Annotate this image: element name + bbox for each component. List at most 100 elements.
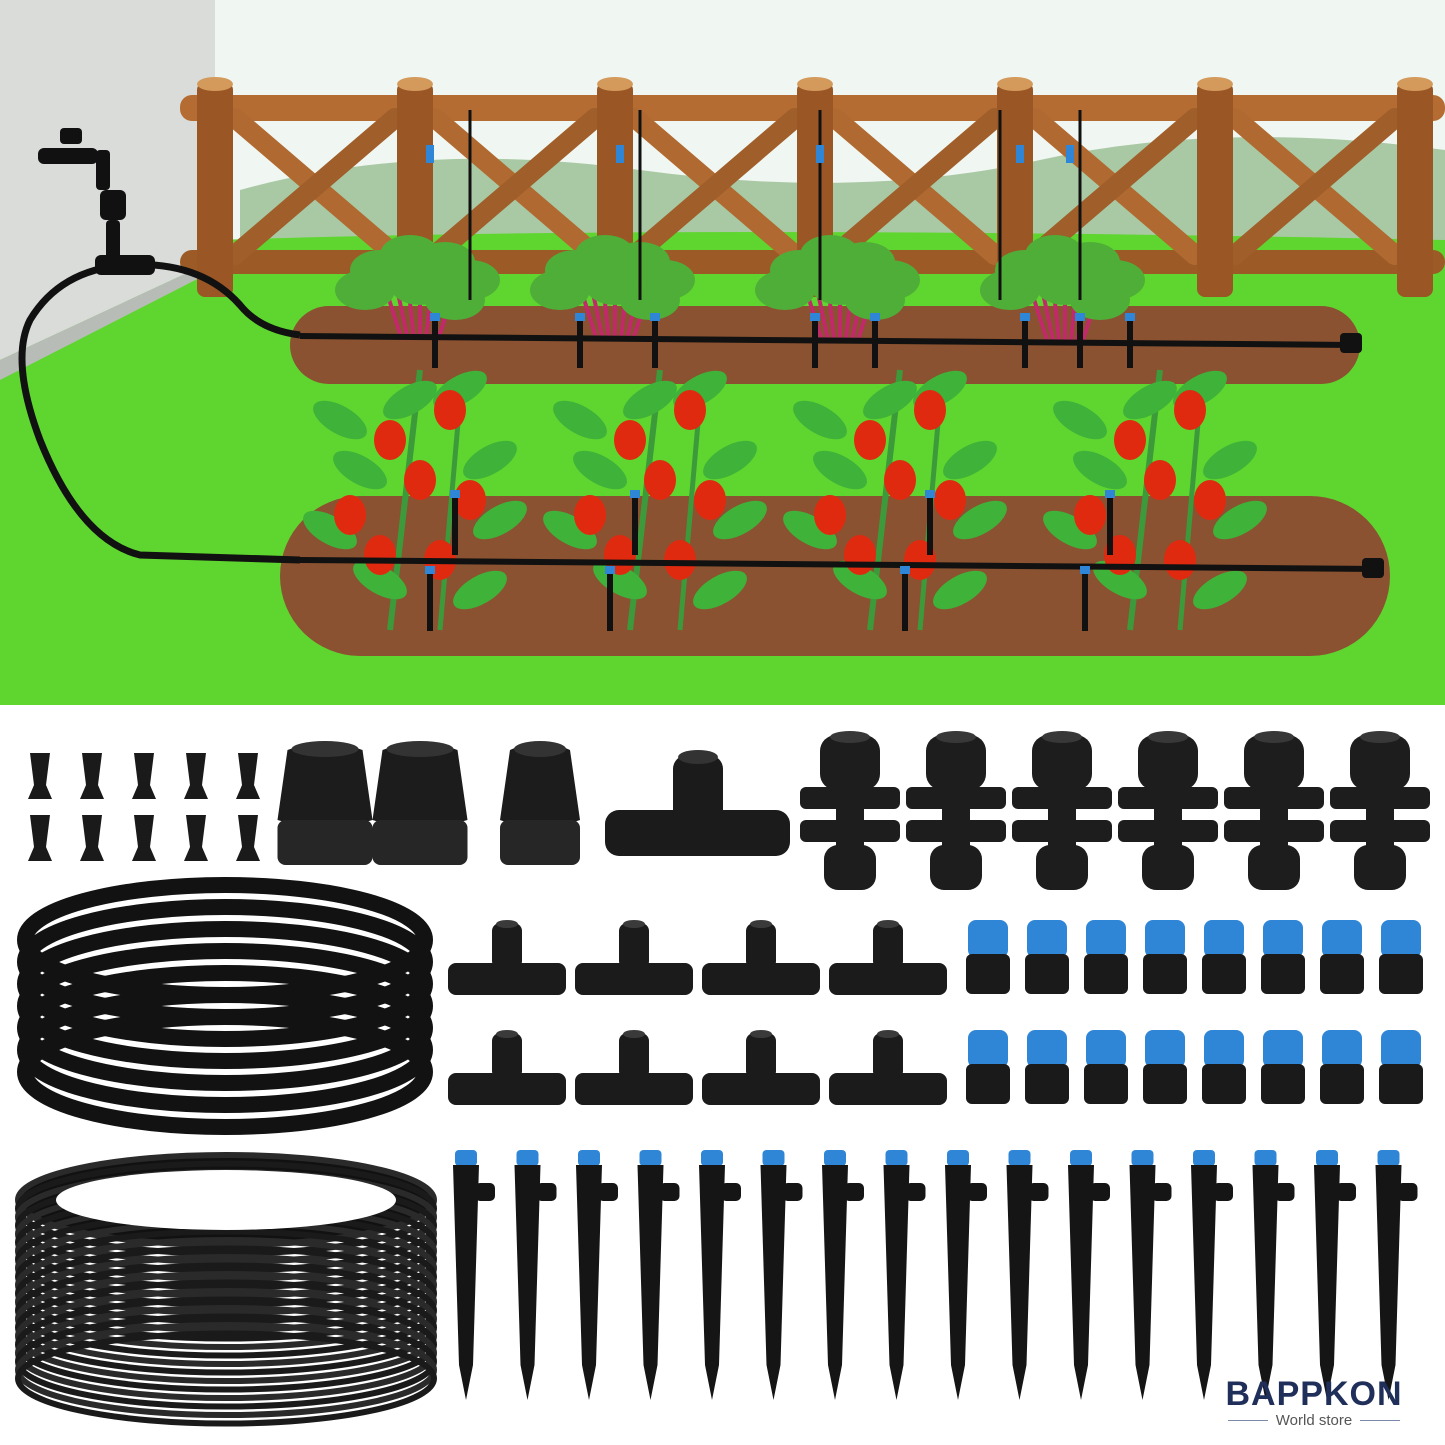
spike-side-port <box>1397 1183 1418 1201</box>
brand-name: BAPPKON <box>1225 1375 1403 1413</box>
dripper-nozzle <box>1020 313 1030 321</box>
pepper-leaf <box>353 560 407 600</box>
pepper-leaf <box>573 450 627 490</box>
red-pepper <box>914 390 946 430</box>
spike-side-port <box>1213 1183 1233 1201</box>
hanging-mister <box>1066 145 1074 163</box>
blue-nozzle <box>1379 1030 1423 1104</box>
upper-supply-tube <box>124 261 301 339</box>
pepper-leaf <box>863 380 917 420</box>
blue-nozzle <box>1025 1030 1069 1104</box>
red-pepper <box>844 535 876 575</box>
spike-side-port <box>905 1183 926 1201</box>
blue-nozzle <box>1084 920 1128 994</box>
spike-dripper <box>637 1150 680 1400</box>
blue-nozzle <box>1143 1030 1187 1104</box>
pepper-leaf <box>1073 450 1127 490</box>
spike-nozzle <box>516 1150 539 1166</box>
spike-nozzle <box>1008 1150 1031 1166</box>
chard-leaf <box>530 270 590 310</box>
spike-nozzle <box>455 1150 477 1166</box>
chard-plant <box>530 235 695 341</box>
spike-side-port <box>598 1183 618 1201</box>
fence-post-top <box>597 77 633 91</box>
spike-body <box>1006 1165 1033 1400</box>
pepper-leaf <box>953 500 1007 540</box>
pepper-leaf <box>1203 440 1257 480</box>
small-tee-connector <box>829 920 947 995</box>
blue-nozzle <box>1261 1030 1305 1104</box>
spike-dripper <box>514 1150 557 1400</box>
spike-body <box>1314 1165 1340 1400</box>
dripper-stake <box>1075 313 1085 368</box>
fence-post <box>997 82 1033 297</box>
upper-drip-line <box>299 333 1356 348</box>
pepper-leaf <box>1093 560 1147 600</box>
spike-side-port <box>1090 1183 1110 1201</box>
fence-post-top <box>197 77 233 91</box>
dripper-stake <box>810 313 820 368</box>
spike-body <box>1191 1165 1217 1400</box>
spike-nozzle <box>578 1150 600 1166</box>
spike-nozzle <box>701 1150 723 1166</box>
spike-nozzle <box>762 1150 785 1166</box>
garden-illustration <box>0 0 1445 705</box>
spike-nozzle <box>1131 1150 1154 1166</box>
pepper-leaf <box>553 400 607 440</box>
tube-coil-thick <box>17 877 433 1135</box>
fence-post-top <box>997 77 1033 91</box>
dripper-nozzle <box>1105 490 1115 498</box>
spike-nozzle <box>1254 1150 1277 1166</box>
upper-soil-bed <box>290 306 1360 384</box>
dripper-nozzle <box>425 566 435 574</box>
dripper-nozzle <box>925 490 935 498</box>
spike-body <box>576 1165 602 1400</box>
pepper-plant <box>783 369 1007 631</box>
blue-nozzle <box>966 1030 1010 1104</box>
small-stake <box>184 815 208 861</box>
pepper-leaf <box>793 400 847 440</box>
dripper-stake <box>1080 566 1090 631</box>
spike-nozzle <box>1193 1150 1215 1166</box>
blue-nozzle <box>1202 1030 1246 1104</box>
pepper-leaf <box>1043 510 1097 550</box>
spike-dripper <box>699 1150 741 1400</box>
spike-side-port <box>536 1183 557 1201</box>
spike-nozzle <box>824 1150 846 1166</box>
spike-side-port <box>721 1183 741 1201</box>
red-pepper <box>1144 460 1176 500</box>
fence-post-top <box>397 77 433 91</box>
small-stake <box>132 815 156 861</box>
spike-body <box>699 1165 725 1400</box>
dripper-nozzle <box>630 490 640 498</box>
red-pepper <box>674 390 706 430</box>
dripper-stake <box>1125 313 1135 368</box>
chard-leaf <box>335 270 395 310</box>
blue-nozzle <box>1202 920 1246 994</box>
spike-side-port <box>782 1183 803 1201</box>
end-cap <box>277 741 373 865</box>
pepper-leaf <box>623 380 677 420</box>
dripper-nozzle <box>650 313 660 321</box>
dripper-stake <box>650 313 660 368</box>
red-pepper <box>1174 390 1206 430</box>
small-tee-connector <box>575 1030 693 1105</box>
chard-leaf <box>620 280 680 320</box>
small-tee-connectors-group <box>448 920 947 1105</box>
spike-body <box>453 1165 479 1400</box>
pepper-leaf <box>703 440 757 480</box>
small-stake <box>28 815 52 861</box>
blue-nozzle <box>1084 1030 1128 1104</box>
brand-tagline: World store <box>1209 1412 1419 1429</box>
small-stake <box>236 753 260 799</box>
dripper-nozzle <box>575 313 585 321</box>
spike-side-port <box>475 1183 495 1201</box>
tube-coil-thin <box>15 1152 437 1427</box>
spike-drippers-group <box>453 1150 1418 1400</box>
pepper-leaf <box>383 380 437 420</box>
spike-dripper <box>1006 1150 1049 1400</box>
pepper-leaf <box>1213 500 1267 540</box>
small-stakes-group <box>28 753 260 861</box>
chard-leaf <box>845 280 905 320</box>
pepper-leaf <box>713 500 767 540</box>
